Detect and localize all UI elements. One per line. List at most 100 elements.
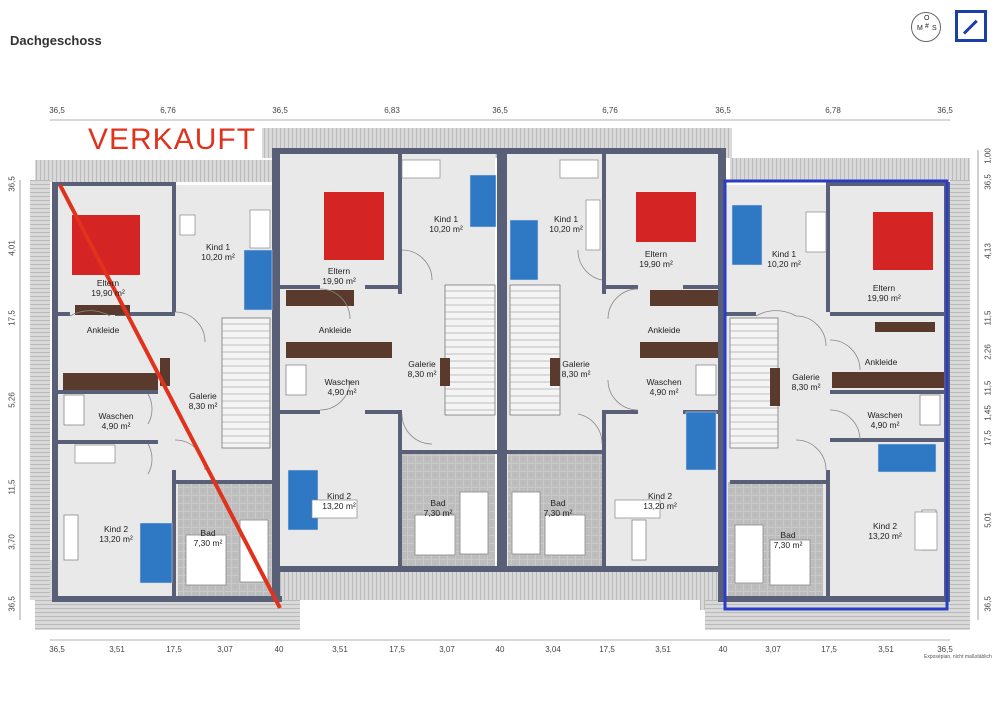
- page-title: Dachgeschoss: [10, 33, 102, 48]
- dimension-bottom: 17,5: [599, 645, 615, 654]
- dimension-top: 6,83: [384, 106, 400, 115]
- doors: [69, 249, 861, 475]
- room-area: 4,90 m²: [327, 387, 357, 397]
- room-area: 19,90 m²: [322, 276, 356, 286]
- dimension-bottom: 3,04: [545, 645, 561, 654]
- room-name: Eltern: [327, 266, 351, 276]
- dimension-bottom: 3,51: [655, 645, 671, 654]
- dimension-top: 36,5: [937, 106, 953, 115]
- room-name: Galerie: [562, 359, 590, 369]
- dimension-bottom: 17,5: [821, 645, 837, 654]
- dimension-lines: [19, 119, 979, 641]
- room-name: Galerie: [792, 372, 820, 382]
- bath-fixtures: [63, 364, 941, 586]
- dimension-bottom: 3,51: [878, 645, 894, 654]
- room-area: 19,90 m²: [639, 259, 673, 269]
- dimension-left: 11,5: [7, 479, 17, 495]
- room-name: Waschen: [98, 411, 134, 421]
- room-area: 8,30 m²: [561, 369, 591, 379]
- logo-letter: #: [925, 23, 929, 30]
- stair-treads: [222, 290, 778, 444]
- room-area: 19,90 m²: [91, 288, 125, 298]
- room-name: Bad: [430, 498, 446, 508]
- highlight-frame: [723, 179, 949, 611]
- dimension-bottom: 3,51: [109, 645, 125, 654]
- round-logo: O # S M: [911, 12, 941, 42]
- dimension-bottom: 40: [718, 645, 728, 654]
- dimension-right: 1,45: [983, 405, 993, 421]
- room-name: Kind 1: [553, 214, 579, 224]
- room-name: Kind 1: [433, 214, 459, 224]
- dimension-top: 36,5: [49, 106, 65, 115]
- room-name: Ankleide: [86, 325, 120, 335]
- room-name: Ankleide: [318, 325, 352, 335]
- dimension-bottom: 3,07: [765, 645, 781, 654]
- room-area: 10,20 m²: [201, 252, 235, 262]
- room-name: Kind 2: [103, 524, 129, 534]
- room-area: 8,30 m²: [407, 369, 437, 379]
- logo-letter: M: [917, 25, 923, 32]
- dimension-left: 4,01: [7, 240, 17, 256]
- room-area: 10,20 m²: [549, 224, 583, 234]
- room-area: 4,90 m²: [649, 387, 679, 397]
- room-name: Bad: [780, 530, 796, 540]
- room-name: Ankleide: [647, 325, 681, 335]
- footnote: Exposéplan, nicht maßstäblich: [924, 654, 992, 660]
- room-name: Bad: [550, 498, 566, 508]
- room-label: Ankleide: [87, 325, 120, 335]
- logo-letter: S: [932, 25, 937, 32]
- dimension-right: 36,5: [983, 596, 993, 612]
- room-area: 10,20 m²: [767, 259, 801, 269]
- single-beds: [139, 174, 937, 584]
- room-name: Ankleide: [864, 357, 898, 367]
- dimension-right: 4,13: [983, 243, 993, 259]
- room-name: Kind 2: [647, 491, 673, 501]
- dimension-right: 5,01: [983, 512, 993, 528]
- dimension-top: 36,5: [715, 106, 731, 115]
- room-area: 10,20 m²: [429, 224, 463, 234]
- room-area: 7,30 m²: [193, 538, 223, 548]
- dimension-bottom: 40: [274, 645, 284, 654]
- dimension-bottom: 40: [495, 645, 505, 654]
- room-label: Ankleide: [865, 357, 898, 367]
- room-name: Eltern: [872, 283, 896, 293]
- double-beds: [72, 192, 933, 275]
- dimension-top: 36,5: [492, 106, 508, 115]
- bank-logo: [955, 10, 987, 42]
- dimension-bottom: 3,07: [217, 645, 233, 654]
- room-name: Eltern: [644, 249, 668, 259]
- room-label: Ankleide: [319, 325, 352, 335]
- room-name: Eltern: [96, 278, 120, 288]
- dimension-right: 11,5: [983, 380, 993, 396]
- dimension-right: 36,5: [983, 174, 993, 190]
- dimension-top: 36,5: [272, 106, 288, 115]
- walls: [52, 148, 950, 602]
- room-area: 7,30 m²: [543, 508, 573, 518]
- room-area: 8,30 m²: [188, 401, 218, 411]
- room-name: Kind 2: [326, 491, 352, 501]
- logo-letter: O: [924, 15, 930, 22]
- dimension-bottom: 17,5: [389, 645, 405, 654]
- room-name: Bad: [200, 528, 216, 538]
- dimension-left: 17,5: [7, 310, 17, 326]
- dimension-left: 36,5: [7, 596, 17, 612]
- room-area: 4,90 m²: [101, 421, 131, 431]
- dimension-right: 1,00: [983, 148, 993, 164]
- room-area: 13,20 m²: [643, 501, 677, 511]
- room-name: Galerie: [189, 391, 217, 401]
- wardrobes: [63, 290, 944, 406]
- sold-stamp: VERKAUFT: [88, 123, 257, 156]
